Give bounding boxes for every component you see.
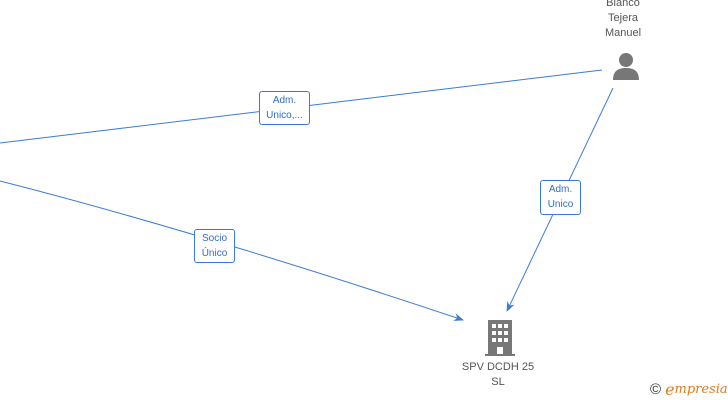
edge-label-line: Socio: [201, 233, 227, 244]
empresia-watermark: © e mpresia: [650, 378, 728, 400]
brand-logo-initial: e: [665, 379, 675, 399]
person-name-line-1: Blanco: [606, 0, 640, 9]
edge-label-socio-unico[interactable]: Socio Único: [194, 229, 235, 263]
copyright-icon: ©: [650, 380, 662, 398]
person-name-line-3: Manuel: [604, 27, 642, 39]
edge-label-line: Adm.: [272, 95, 297, 106]
building-icon[interactable]: [485, 320, 515, 356]
person-icon[interactable]: [611, 51, 641, 81]
edge-label-line: Unico,...: [266, 110, 303, 121]
edge-label-line: Unico: [547, 199, 574, 210]
company-node-label[interactable]: SPV DCDH 25 SL: [448, 360, 548, 390]
person-node-label[interactable]: Blanco Tejera Manuel: [583, 0, 663, 41]
edge-label-adm-unico[interactable]: Adm. Unico: [540, 180, 581, 215]
edge-label-line: Adm.: [548, 184, 573, 195]
company-name-line-2: SL: [491, 376, 505, 388]
company-name-line-1: SPV DCDH 25: [461, 361, 535, 373]
edge-label-adm-unico-truncated[interactable]: Adm. Unico,...: [259, 91, 310, 125]
brand-logo-text: mpresia: [674, 381, 728, 397]
edge-label-line: Único: [201, 248, 228, 259]
person-name-line-2: Tejera: [608, 12, 638, 24]
